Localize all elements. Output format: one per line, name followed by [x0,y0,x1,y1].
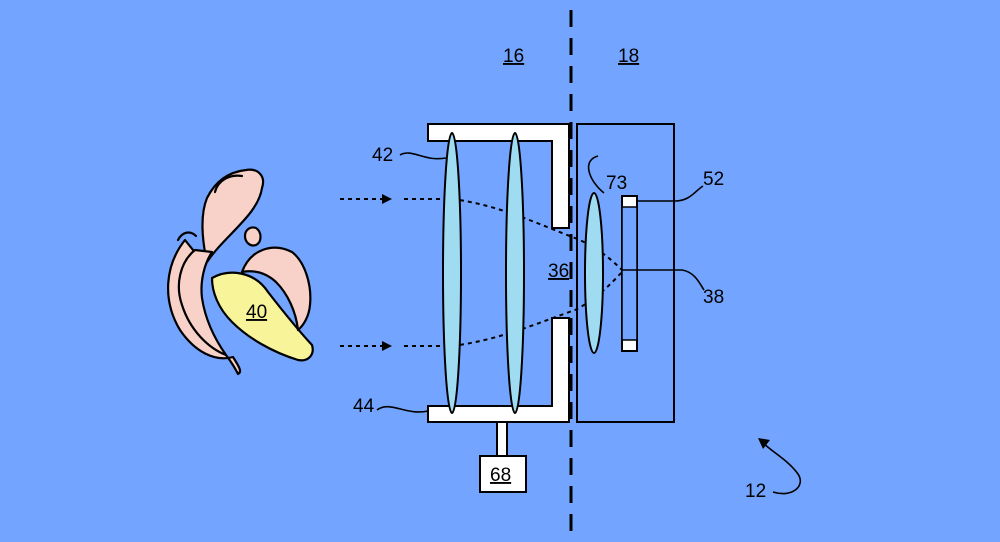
banana-left-tip [176,231,198,242]
label-12: 12 [745,481,766,502]
sensor-enclosure [576,123,675,423]
label-73: 73 [606,173,627,194]
lens-73 [584,192,604,354]
label-42: 42 [372,145,393,166]
sensor-window [621,206,638,341]
leader-73 [587,155,605,194]
leader-52 [637,185,704,202]
label-44: 44 [353,396,375,417]
banana-top-curl [213,174,244,194]
leader-12 [761,441,801,495]
label-16: 16 [503,46,524,67]
leader-44 [376,405,429,413]
banana-fruit [210,271,314,362]
lower-arrowhead [382,341,392,351]
actuator-shaft [496,421,508,457]
lower-converging-ray [451,271,623,347]
lens-42 [442,132,462,414]
label-40: 40 [246,302,267,323]
upper-converging-ray [451,198,623,271]
leader-38 [622,269,705,291]
label-36: 36 [548,261,569,282]
actuator-68-box [479,455,527,493]
lens-second [505,132,525,414]
lens-housing-44 [427,123,570,423]
banana-illustration [166,168,314,376]
leader-lines [376,152,801,495]
label-52: 52 [703,169,724,190]
light-rays [340,198,623,347]
label-68: 68 [490,465,511,486]
leader-42 [399,152,447,160]
upper-arrowhead [382,194,392,204]
banana-back-peel [201,168,265,264]
banana-stem [243,226,262,247]
label-18: 18 [618,46,639,67]
ray-arrowheads [382,194,392,351]
banana-left-flap [177,248,228,357]
label-38: 38 [703,287,724,308]
leader-12-arrowhead [758,438,770,449]
banana-right-peel [240,246,312,332]
